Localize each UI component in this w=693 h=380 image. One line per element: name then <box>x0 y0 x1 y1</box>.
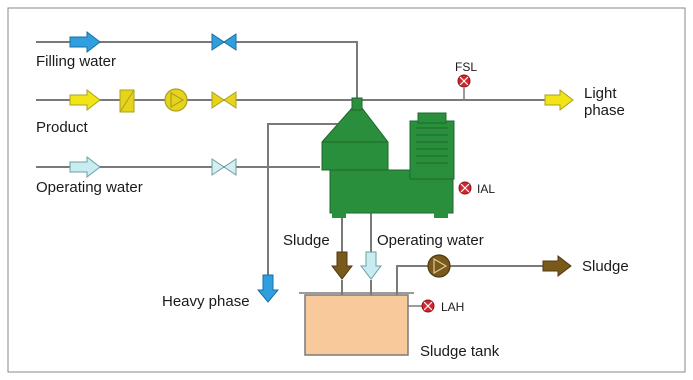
ial-sensor <box>458 181 472 195</box>
heavy-phase-arrow <box>256 274 280 303</box>
operating-water-arrow <box>69 155 101 179</box>
pipes <box>36 41 548 352</box>
sludge-pump-pipe <box>396 265 547 352</box>
light-phase-arrow <box>544 88 574 112</box>
label-product: Product <box>36 119 89 136</box>
label-operating-water-inlet: Operating water <box>36 179 143 196</box>
label-operating-water-outlet: Operating water <box>377 232 484 249</box>
separator-foot <box>434 212 448 218</box>
label-fsl: FSL <box>455 60 477 74</box>
label-sludge-tank: Sludge tank <box>420 343 500 360</box>
label-light-phase-line2: phase <box>584 102 625 119</box>
sludge-discharge-arrow <box>542 254 572 278</box>
label-lah: LAH <box>441 300 464 314</box>
operating-water-valve <box>211 158 237 176</box>
separator-bowl <box>321 107 389 171</box>
separator-foot <box>332 212 346 218</box>
filling-water-arrow <box>69 30 101 54</box>
lah-sensor <box>408 299 435 313</box>
separator-inlet-neck <box>351 97 363 111</box>
label-light-phase-line1: Light <box>584 85 617 102</box>
label-ial: IAL <box>477 182 495 196</box>
filling-water-pipe <box>36 41 358 100</box>
motor-housing <box>409 120 455 180</box>
product-filter <box>119 89 135 113</box>
product-pump <box>164 88 188 112</box>
centrifugal-separator <box>321 97 455 218</box>
label-filling-water: Filling water <box>36 53 116 70</box>
filling-water-valve <box>211 33 237 51</box>
label-sludge-discharge: Sludge <box>582 258 629 275</box>
product-arrow <box>69 88 101 112</box>
motor-cap <box>417 112 447 124</box>
sludge-pump <box>427 254 451 278</box>
label-sludge-outlet: Sludge <box>283 232 330 249</box>
diagram-border <box>7 7 686 373</box>
label-heavy-phase: Heavy phase <box>162 293 250 310</box>
fsl-sensor <box>457 74 471 100</box>
operating-water-outlet-arrow <box>359 251 383 280</box>
product-valve <box>211 91 237 109</box>
heavy-phase-pipe <box>267 123 345 275</box>
sludge-outlet-arrow <box>330 251 354 280</box>
sludge-tank <box>304 294 409 356</box>
